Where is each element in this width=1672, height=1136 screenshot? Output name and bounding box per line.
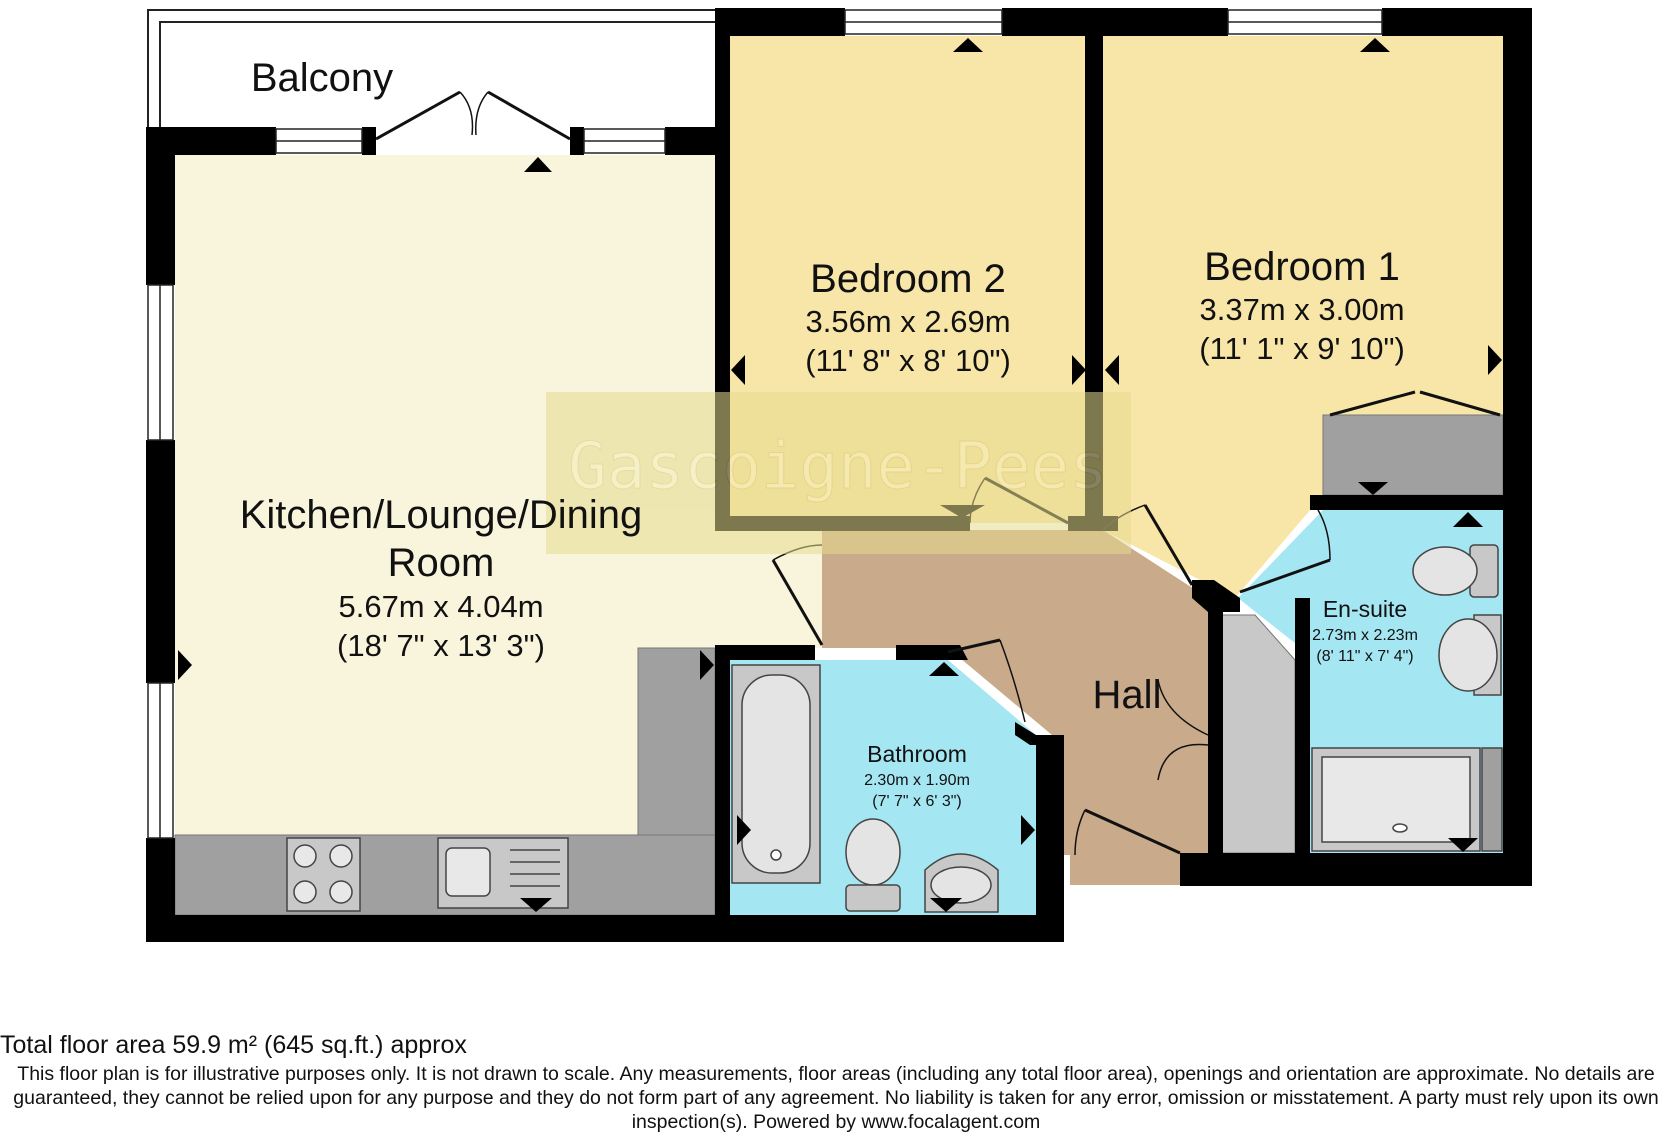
watermark: Gascoigne-Pees xyxy=(546,392,1131,554)
dimension-markers xyxy=(178,38,1502,912)
windows xyxy=(147,9,1383,839)
kitchen-imperial: (18' 7" x 13' 3") xyxy=(337,628,545,663)
total-floor-area: Total floor area 59.9 m² (645 sq.ft.) ap… xyxy=(0,1031,467,1059)
bedroom1-name: Bedroom 1 xyxy=(1204,245,1400,289)
floor-plan: Gascoigne-Pees Balcony Bedroom 2 3.56m x… xyxy=(146,8,1532,942)
bedroom1-metric: 3.37m x 3.00m xyxy=(1199,292,1404,327)
bedroom1-imperial: (11' 1" x 9' 10") xyxy=(1199,331,1405,366)
ensuite-imperial: (8' 11" x 7' 4") xyxy=(1316,648,1413,665)
hall-floor xyxy=(822,530,1208,885)
disclaimer-text: This floor plan is for illustrative purp… xyxy=(13,1063,1659,1133)
watermark-text: Gascoigne-Pees xyxy=(568,430,1107,504)
kitchen-metric: 5.67m x 4.04m xyxy=(338,589,543,624)
ensuite-name: En-suite xyxy=(1323,596,1407,622)
kitchen-name-line1: Kitchen/Lounge/Dining xyxy=(240,493,643,537)
hall-label: Hall xyxy=(1093,673,1162,717)
bedroom2-metric: 3.56m x 2.69m xyxy=(805,304,1010,339)
balcony-label: Balcony xyxy=(251,56,393,100)
kitchen-name-line2: Room xyxy=(388,541,495,585)
fixtures xyxy=(286,544,1503,913)
bathroom-name: Bathroom xyxy=(867,741,967,767)
bathroom-metric: 2.30m x 1.90m xyxy=(864,772,970,789)
bathroom-toilet-icon xyxy=(845,818,901,886)
bedroom2-name: Bedroom 2 xyxy=(810,257,1006,301)
bathroom-imperial: (7' 7" x 6' 3") xyxy=(872,793,962,810)
walls xyxy=(146,8,1532,942)
balcony-area xyxy=(147,9,715,128)
ensuite-metric: 2.73m x 2.23m xyxy=(1312,627,1418,644)
bedroom2-imperial: (11' 8" x 8' 10") xyxy=(805,343,1011,378)
kitchen-floor xyxy=(175,155,822,835)
